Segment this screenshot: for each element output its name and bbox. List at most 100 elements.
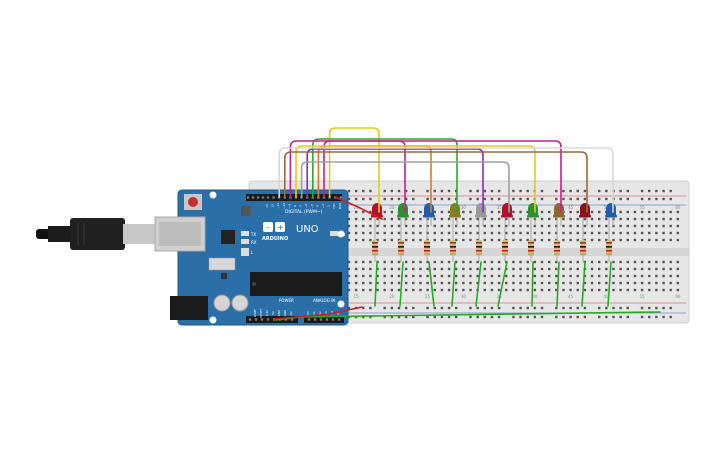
breadboard-hole[interactable] xyxy=(419,238,422,242)
breadboard-hole[interactable] xyxy=(569,274,572,278)
breadboard-hole[interactable] xyxy=(598,224,601,228)
breadboard-hole[interactable] xyxy=(562,315,565,319)
breadboard-hole[interactable] xyxy=(633,288,637,292)
breadboard-hole[interactable] xyxy=(619,197,622,201)
breadboard-hole[interactable] xyxy=(397,274,401,278)
breadboard-hole[interactable] xyxy=(347,217,351,221)
breadboard-hole[interactable] xyxy=(612,281,615,285)
breadboard-hole[interactable] xyxy=(612,306,615,310)
breadboard-hole[interactable] xyxy=(447,306,451,310)
breadboard-hole[interactable] xyxy=(576,210,579,214)
breadboard-hole[interactable] xyxy=(404,315,408,319)
breadboard-hole[interactable] xyxy=(655,281,658,285)
breadboard-hole[interactable] xyxy=(612,260,615,264)
breadboard-hole[interactable] xyxy=(669,231,672,235)
breadboard-hole[interactable] xyxy=(354,274,358,278)
breadboard-hole[interactable] xyxy=(619,267,622,271)
resistor[interactable] xyxy=(554,226,560,262)
breadboard-hole[interactable] xyxy=(605,189,608,193)
breadboard-hole[interactable] xyxy=(383,197,386,201)
breadboard-hole[interactable] xyxy=(476,189,479,193)
breadboard-hole[interactable] xyxy=(590,274,594,278)
analog-pin[interactable] xyxy=(307,318,311,321)
breadboard-hole[interactable] xyxy=(376,224,379,228)
breadboard-hole[interactable] xyxy=(412,274,415,278)
breadboard-hole[interactable] xyxy=(347,189,351,193)
breadboard-hole[interactable] xyxy=(390,210,394,214)
breadboard-hole[interactable] xyxy=(433,210,436,214)
breadboard-hole[interactable] xyxy=(347,306,351,310)
breadboard-hole[interactable] xyxy=(512,238,515,242)
breadboard-hole[interactable] xyxy=(390,281,394,285)
breadboard-hole[interactable] xyxy=(462,210,465,214)
breadboard-hole[interactable] xyxy=(590,260,594,264)
breadboard-hole[interactable] xyxy=(490,231,494,235)
breadboard-hole[interactable] xyxy=(619,210,622,214)
power-wire[interactable] xyxy=(273,306,363,320)
breadboard-hole[interactable] xyxy=(354,288,358,292)
digital-pin[interactable] xyxy=(251,196,255,199)
breadboard-hole[interactable] xyxy=(655,231,658,235)
breadboard-hole[interactable] xyxy=(455,238,458,242)
breadboard-hole[interactable] xyxy=(455,288,458,292)
breadboard-hole[interactable] xyxy=(598,267,601,271)
breadboard-hole[interactable] xyxy=(412,231,415,235)
breadboard-hole[interactable] xyxy=(547,267,551,271)
breadboard-hole[interactable] xyxy=(490,274,494,278)
breadboard-hole[interactable] xyxy=(598,217,601,221)
breadboard-hole[interactable] xyxy=(369,197,372,201)
breadboard-hole[interactable] xyxy=(640,288,644,292)
breadboard-hole[interactable] xyxy=(440,197,444,201)
breadboard-hole[interactable] xyxy=(533,315,537,319)
breadboard-hole[interactable] xyxy=(369,267,372,271)
breadboard-hole[interactable] xyxy=(633,224,637,228)
breadboard-hole[interactable] xyxy=(555,274,558,278)
breadboard-hole[interactable] xyxy=(462,274,465,278)
power-pin[interactable] xyxy=(260,318,264,321)
breadboard-hole[interactable] xyxy=(404,288,408,292)
breadboard-hole[interactable] xyxy=(390,197,394,201)
breadboard-hole[interactable] xyxy=(655,238,658,242)
breadboard-hole[interactable] xyxy=(583,288,587,292)
breadboard-hole[interactable] xyxy=(569,210,572,214)
digital-pin[interactable] xyxy=(272,196,275,199)
breadboard-hole[interactable] xyxy=(669,274,672,278)
breadboard-hole[interactable] xyxy=(633,274,637,278)
breadboard-hole[interactable] xyxy=(619,189,622,193)
breadboard-hole[interactable] xyxy=(447,210,451,214)
breadboard-hole[interactable] xyxy=(612,231,615,235)
breadboard-hole[interactable] xyxy=(433,274,436,278)
breadboard-hole[interactable] xyxy=(455,315,458,319)
breadboard-hole[interactable] xyxy=(626,197,629,201)
breadboard-hole[interactable] xyxy=(626,260,629,264)
breadboard-hole[interactable] xyxy=(562,306,565,310)
breadboard-hole[interactable] xyxy=(447,315,451,319)
breadboard-hole[interactable] xyxy=(605,260,608,264)
breadboard-hole[interactable] xyxy=(476,197,479,201)
breadboard-hole[interactable] xyxy=(483,288,486,292)
breadboard-hole[interactable] xyxy=(476,267,479,271)
breadboard-hole[interactable] xyxy=(547,231,551,235)
breadboard-hole[interactable] xyxy=(569,306,572,310)
breadboard-hole[interactable] xyxy=(376,238,379,242)
breadboard-hole[interactable] xyxy=(369,189,372,193)
breadboard-hole[interactable] xyxy=(648,217,651,221)
breadboard-hole[interactable] xyxy=(497,260,501,264)
breadboard-hole[interactable] xyxy=(505,288,508,292)
breadboard-hole[interactable] xyxy=(526,189,529,193)
arduino-uno-board[interactable]: TX RX L ON – + UNO ARDUINO DIGITAL (PWM~… xyxy=(154,189,349,326)
breadboard-hole[interactable] xyxy=(469,238,472,242)
breadboard-hole[interactable] xyxy=(476,231,479,235)
breadboard-hole[interactable] xyxy=(576,306,579,310)
breadboard-hole[interactable] xyxy=(426,231,429,235)
ground-wire[interactable] xyxy=(581,261,586,307)
breadboard-hole[interactable] xyxy=(533,231,537,235)
ground-wire[interactable] xyxy=(556,261,560,307)
breadboard-hole[interactable] xyxy=(662,288,665,292)
breadboard-hole[interactable] xyxy=(590,224,594,228)
breadboard-hole[interactable] xyxy=(447,231,451,235)
breadboard-hole[interactable] xyxy=(519,238,522,242)
breadboard-hole[interactable] xyxy=(404,224,408,228)
breadboard-hole[interactable] xyxy=(583,281,587,285)
breadboard-hole[interactable] xyxy=(605,231,608,235)
